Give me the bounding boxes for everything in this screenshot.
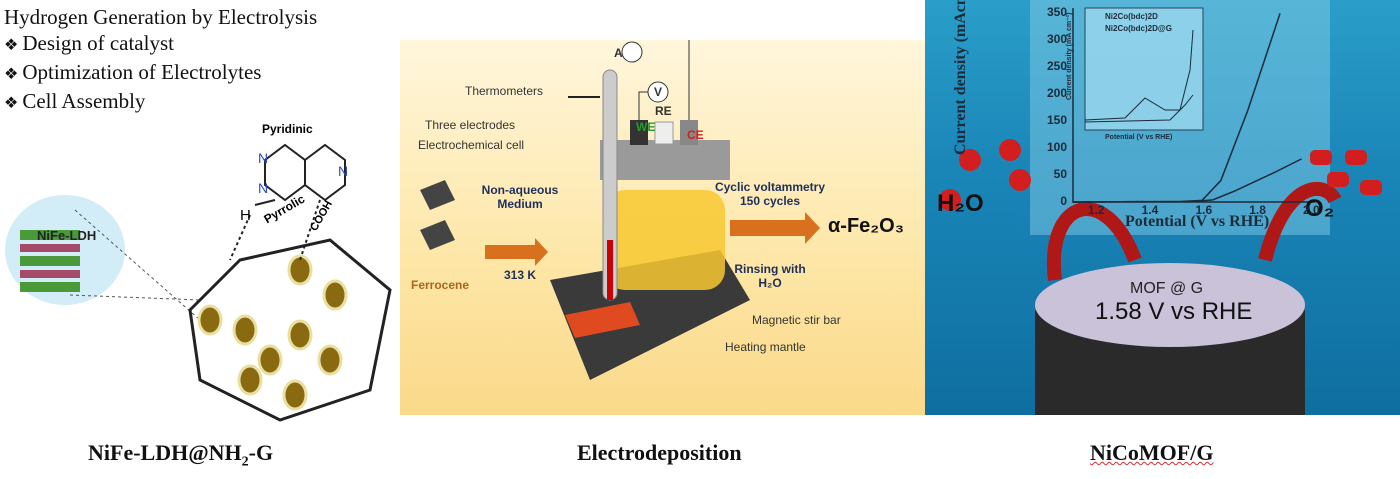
ce-label: CE [687, 128, 704, 142]
ammeter-icon [621, 41, 643, 63]
pyridinic-label: Pyridinic [262, 122, 313, 136]
three-electrodes-label: Three electrodes [425, 118, 516, 132]
y-axis-label: Current density (mAcm⁻²) [952, 0, 969, 155]
ammeter-label: A [614, 46, 623, 60]
n-atom: N [258, 180, 269, 196]
ldh-layers [20, 230, 80, 292]
electrochemical-setup-illustration [420, 40, 820, 380]
bullet-item: Design of catalyst [4, 30, 317, 59]
oxygen-molecule-icon [1310, 150, 1382, 195]
oer-illustration [939, 0, 1382, 415]
h2o-label: H₂O [937, 190, 984, 217]
voltage-label: 1.58 V vs RHE [1095, 298, 1253, 325]
y-tick-label: 150 [1046, 113, 1067, 128]
inset-chart [1084, 7, 1204, 131]
x-tick-label: 1.8 [1249, 203, 1266, 217]
bullet-item: Optimization of Electrolytes [4, 59, 317, 88]
electrodeposition-panel: A V Thermometers Three electrodes Electr… [400, 40, 925, 415]
water-molecule-icon [939, 139, 1031, 211]
inset-x-label: Potential (V vs RHE) [1105, 134, 1173, 141]
cell-label: Electrochemical cell [418, 138, 525, 152]
caption-nicomof: NiCoMOF/G [1090, 440, 1214, 465]
temperature-label: 313 K [503, 268, 537, 282]
y-tick-label: 0 [1060, 194, 1067, 208]
ldh-label: NiFe-LDH [37, 228, 97, 243]
curved-arrow-icon [1046, 202, 1142, 281]
y-tick-label: 350 [1046, 5, 1067, 20]
re-label: RE [655, 104, 672, 118]
objectives-list: Hydrogen Generation by Electrolysis Desi… [4, 4, 317, 117]
y-tick-label: 300 [1046, 32, 1067, 47]
mof-label: MOF @ G [1130, 280, 1204, 297]
series-line [1072, 158, 1302, 203]
y-tick-label: 250 [1046, 59, 1067, 74]
legend-item: Ni2Co(bdc)2D@G [1105, 24, 1172, 33]
voltmeter-label: V [654, 85, 663, 99]
y-tick-label: 100 [1046, 140, 1067, 155]
curved-arrow-icon [1258, 181, 1342, 262]
we-label: WE [636, 120, 656, 134]
nicomof-panel: Current density (mAcm⁻²) Potential (V vs… [925, 0, 1400, 415]
ferrocene-label: Ferrocene [410, 278, 470, 292]
x-tick-label: 1.2 [1087, 203, 1105, 217]
n-atom: N [258, 150, 269, 166]
o2-label: O₂ [1305, 195, 1335, 222]
thermometers-label: Thermometers [465, 84, 544, 98]
y-tick-label: 200 [1046, 86, 1067, 101]
arrow-icon [730, 212, 820, 244]
caption-electrodeposition: Electrodeposition [577, 440, 742, 465]
product-label: α-Fe₂O₃ [828, 215, 904, 237]
objectives-title: Hydrogen Generation by Electrolysis [4, 5, 318, 29]
stir-bar-label: Magnetic stir bar [752, 313, 841, 327]
y-tick-label: 50 [1053, 167, 1067, 182]
arrow-icon [485, 238, 548, 266]
legend-item: Ni2Co(bdc)2D [1105, 12, 1158, 21]
x-axis-label: Potential (V vs RHE) [1125, 213, 1270, 230]
x-tick-label: 1.6 [1195, 203, 1213, 217]
nife-ldh-graphene-illustration [5, 143, 392, 422]
graphene-sheet [188, 238, 392, 422]
display-icon [565, 302, 640, 338]
bullet-item: Cell Assembly [4, 88, 317, 117]
n-atom: N [338, 163, 349, 179]
heating-mantle-label: Heating mantle [725, 340, 806, 354]
x-tick-label: 1.4 [1141, 203, 1159, 217]
h-atom: H [240, 207, 251, 224]
x-tick-label: 2.0 [1303, 203, 1320, 217]
caption-nife-ldh: NiFe-LDH@NH2-G [88, 440, 274, 470]
